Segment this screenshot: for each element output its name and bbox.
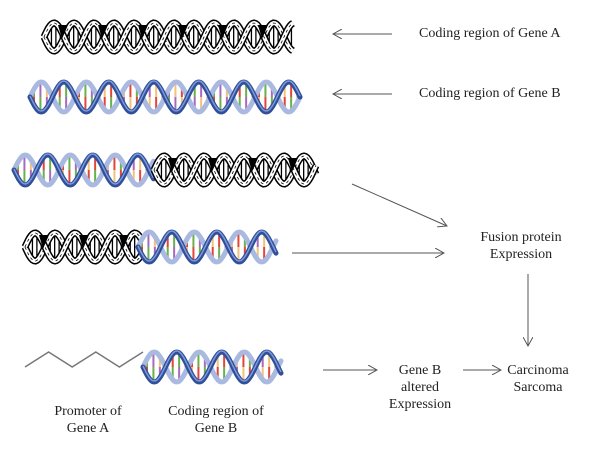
label-fusion-protein-expression: Fusion protein Expression [458,229,584,263]
dna-shadow-wedge [168,158,178,172]
dna-shadow-wedge [258,25,268,39]
dna-shadow-wedge [138,25,148,39]
altered-line-3: Expression [388,397,452,412]
cancer-line-1: Carcinoma [507,363,569,378]
fusion-line-1: Fusion protein [480,230,562,245]
dna-shadow-wedge [178,25,188,39]
altered-line-1: Gene B [398,363,442,378]
arrow-row3-to-fusion [351,183,447,226]
label-coding-region-gene-b: Coding region of Gene B [152,403,280,437]
dna-segment-color [135,229,279,265]
dna-shadow-wedge [119,235,129,249]
dna-gene-b-color [27,79,303,115]
label-coding-gene-a: Coding region of Gene A [419,26,561,41]
dna-shadow-wedge [208,158,218,172]
dna-segment-bw [21,229,146,265]
dna-segment-color [11,152,156,188]
dna-segment-bw [150,152,320,188]
dna-segment-bw [40,19,295,55]
dna-shadow-wedge [79,235,89,249]
dna-shadow-wedge [218,25,228,39]
dna-strand-highlight [29,80,301,112]
dna-strand-highlight [13,153,155,185]
dna-segment-color [27,79,303,115]
promoter-line-2: Gene A [66,421,110,436]
label-promoter-gene-a: Promoter of Gene A [38,403,138,437]
dna-segment-color [140,349,284,385]
label-coding-gene-b: Coding region of Gene B [419,86,561,101]
dna-strand-stripes [153,155,317,185]
dna-strand-highlight [142,350,282,382]
dna-shadow-wedge [58,25,68,39]
coding-b-line-2: Gene B [194,421,238,436]
fusion-line-2: Expression [489,247,553,262]
dna-segment-promoter [24,351,144,368]
dna-fusion-b-a [11,152,320,188]
dna-strand-highlight [137,230,277,262]
dna-shadow-wedge [248,158,258,172]
promoter-line [24,351,144,368]
promoter-line-1: Promoter of [54,404,122,419]
cancer-line-2: Sarcoma [513,380,563,395]
dna-shadow-wedge [288,158,298,172]
label-carcinoma-sarcoma: Carcinoma Sarcoma [496,362,580,396]
dna-shadow-wedge [39,235,49,249]
coding-b-line-1: Coding region of [168,404,264,419]
dna-shadow-wedge [98,25,108,39]
dna-fusion-a-b [21,229,279,265]
altered-line-2: altered [400,380,440,395]
label-gene-b-altered-expression: Gene B altered Expression [380,362,460,413]
dna-promoter-swap [24,349,284,385]
dna-strand-stripes [43,22,294,52]
dna-gene-a-bw [40,19,295,55]
